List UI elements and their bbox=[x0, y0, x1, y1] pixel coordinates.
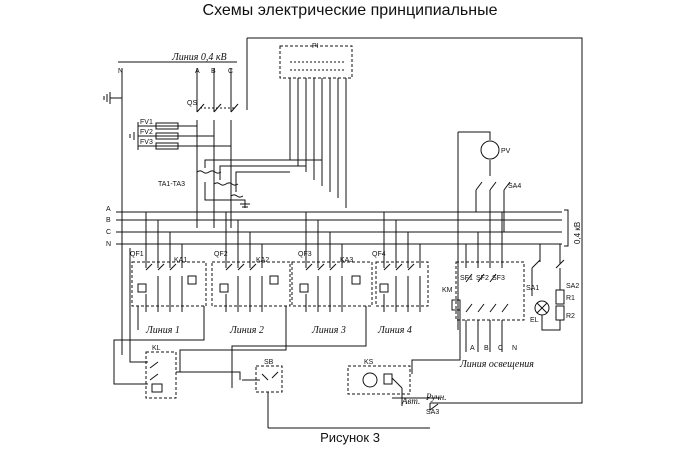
bus-c-label: C bbox=[106, 229, 111, 236]
line1-label: Линия 1 bbox=[145, 325, 180, 336]
lighting-b-label: B bbox=[484, 345, 489, 352]
sa4-label: SA4 bbox=[508, 183, 521, 190]
ks-relay bbox=[347, 365, 411, 395]
lighting-c-label: C bbox=[498, 345, 503, 352]
current-transformers bbox=[196, 150, 323, 208]
line4-label: Линия 4 bbox=[377, 325, 412, 336]
a-label: A bbox=[195, 68, 200, 75]
pv-label: PV bbox=[501, 148, 511, 155]
figure-caption: Рисунок 3 bbox=[320, 430, 380, 445]
pi-meter bbox=[279, 45, 353, 79]
sa3-label: SA3 bbox=[426, 409, 439, 416]
fv2-label: FV2 bbox=[140, 129, 153, 136]
kl-label: KL bbox=[152, 345, 161, 352]
ka3-label: KA3 bbox=[340, 257, 353, 264]
line-04kv-label: Линия 0,4 кВ bbox=[171, 52, 227, 63]
ground-symbol bbox=[103, 92, 122, 104]
control-wire-1 bbox=[129, 248, 148, 363]
feeder-2 bbox=[211, 212, 291, 312]
sb-label: SB bbox=[264, 359, 274, 366]
qs-label: QS bbox=[187, 100, 197, 107]
ta-label: TA1-TA3 bbox=[158, 181, 185, 188]
qf4-label: QF4 bbox=[372, 251, 386, 258]
fv3-label: FV3 bbox=[140, 139, 153, 146]
el-label: EL bbox=[530, 317, 539, 324]
lighting-n-label: N bbox=[512, 345, 517, 352]
diagram-title: Схемы электрические принципиальные bbox=[202, 2, 498, 19]
r1-label: R1 bbox=[566, 295, 575, 302]
r2-label: R2 bbox=[566, 313, 575, 320]
qf1-label: QF1 bbox=[130, 251, 144, 258]
lighting-line-label: Линия освещения bbox=[459, 359, 534, 370]
qf3-label: QF3 bbox=[298, 251, 312, 258]
sa2-label: SA2 bbox=[566, 283, 579, 290]
feeder-1 bbox=[131, 212, 207, 340]
control-wire-2 bbox=[113, 306, 205, 385]
sf3-label: SF3 bbox=[492, 275, 505, 282]
km-label: KM bbox=[442, 287, 453, 294]
c-label: C bbox=[228, 68, 233, 75]
pi-contacts bbox=[290, 61, 345, 71]
control-wire-3 bbox=[179, 306, 287, 372]
sb-button bbox=[255, 365, 283, 393]
lighting-a-label: A bbox=[470, 345, 475, 352]
avt-label: Авт. bbox=[401, 396, 420, 406]
qf2-label: QF2 bbox=[214, 251, 228, 258]
b-label: B bbox=[211, 68, 216, 75]
arresters bbox=[129, 122, 231, 150]
n-label: N bbox=[118, 68, 123, 75]
ka2-label: KA2 bbox=[256, 257, 269, 264]
control-wire-4 bbox=[231, 306, 367, 388]
sa1-label: SA1 bbox=[526, 285, 539, 292]
line2-label: Линия 2 bbox=[229, 325, 264, 336]
lamp-circuit bbox=[531, 244, 565, 331]
fv1-label: FV1 bbox=[140, 119, 153, 126]
bus-bracket bbox=[564, 209, 569, 247]
feeder-3 bbox=[291, 212, 373, 312]
pv-wire bbox=[458, 131, 491, 176]
bus-b-label: B bbox=[106, 217, 111, 224]
line3-label: Линия 3 bbox=[311, 325, 346, 336]
ruch-label: Ручн. bbox=[425, 392, 447, 402]
sa4-switch bbox=[475, 181, 511, 232]
ks-label: KS bbox=[364, 359, 374, 366]
frame-wire bbox=[247, 37, 583, 404]
pi-label: PI bbox=[312, 43, 319, 50]
sf2-label: SF2 bbox=[476, 275, 489, 282]
feeder-4 bbox=[375, 212, 429, 312]
bus-voltage-label: 0,4 кВ bbox=[573, 222, 582, 244]
sf1-label: SF1 bbox=[460, 275, 473, 282]
kl-relay bbox=[145, 351, 177, 399]
bus-n-label: N bbox=[106, 241, 111, 248]
pi-leads bbox=[289, 78, 347, 208]
bus-a-label: A bbox=[106, 206, 111, 213]
lighting-panel bbox=[411, 212, 525, 374]
ka1-label: KA1 bbox=[174, 257, 187, 264]
pv-meter bbox=[480, 140, 500, 160]
